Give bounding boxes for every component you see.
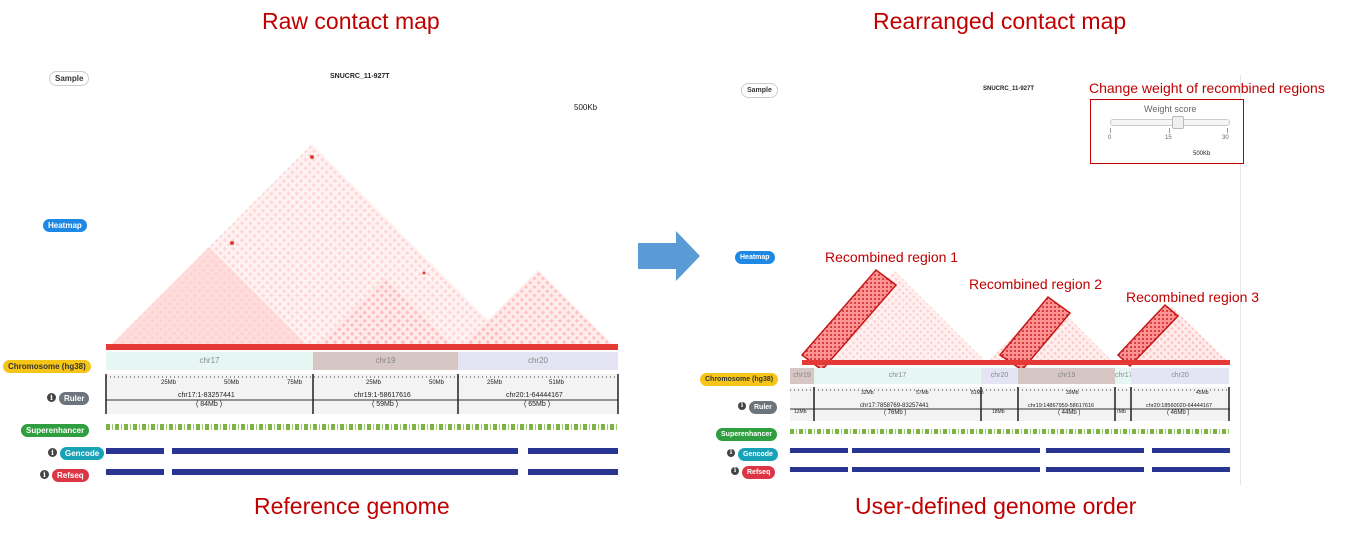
sample-name: SNUCRC_11-927T: [330, 73, 390, 80]
sample-name: SNUCRC_11-927T: [983, 86, 1035, 92]
chromosome-band-chr17[interactable]: chr17: [1115, 368, 1133, 384]
ruler-tick: 25Mb: [366, 380, 382, 386]
refseq-badge: Refseq: [52, 469, 89, 482]
ruler-tick: 51Mb: [549, 380, 565, 386]
weight-score-slider-thumb[interactable]: [1171, 116, 1184, 129]
weight-box-caption: Change weight of recombined regions: [1089, 80, 1325, 96]
left-panel-footer: Reference genome: [254, 493, 450, 519]
ruler-info-icon[interactable]: i: [47, 393, 56, 402]
heatmap-triangle-chr20: [458, 270, 618, 350]
ruler-tick: 25Mb: [487, 380, 503, 386]
ruler-segment-length: 12Mb: [794, 409, 807, 415]
chromosome-band-chr17[interactable]: chr17: [106, 352, 313, 370]
ruler-tick: 32Mb: [861, 390, 874, 396]
ruler-range-chr19: chr19:14867959-58617616: [1028, 403, 1095, 409]
chromosome-band-chr20[interactable]: chr20: [458, 352, 618, 370]
right-panel-footer: User-defined genome order: [855, 493, 1137, 519]
chromosome-band-chr20[interactable]: chr20: [981, 368, 1018, 384]
chromosome-band-chr19[interactable]: chr19: [790, 368, 814, 384]
ruler-segment-length: 7Mb: [1116, 409, 1126, 415]
gencode-info-icon[interactable]: i: [48, 448, 57, 457]
refseq-badge: Refseq: [742, 466, 776, 479]
ruler-size-chr19: ( 44Mb ): [1058, 410, 1081, 416]
ruler-range-chr17: chr17:1-83257441: [178, 392, 235, 399]
resolution-label: 500Kb: [1193, 151, 1211, 157]
chromosome-band-chr19[interactable]: chr19: [1018, 368, 1115, 384]
recombined-region-3-label: Recombined region 3: [1126, 289, 1260, 305]
gencode-badge: Gencode: [738, 448, 778, 461]
ruler-size-chr19: ( 59Mb ): [372, 401, 399, 408]
ruler-badge: Ruler: [749, 401, 777, 414]
chromosome-band-chr19[interactable]: chr19: [313, 352, 458, 370]
heatmap-badge[interactable]: Heatmap: [735, 251, 775, 264]
chromosome-badge: Chromosome (hg38): [700, 373, 779, 386]
refseq-info-icon[interactable]: i: [731, 467, 739, 475]
superenhancer-badge: Superenhancer: [716, 428, 777, 441]
resolution-label: 500Kb: [574, 103, 598, 112]
weight-score-box: [1090, 99, 1244, 164]
left-ruler: [105, 374, 619, 414]
weight-score-tick: [1110, 128, 1111, 133]
heatmap-diagonal: [802, 360, 1230, 365]
gencode-info-icon[interactable]: i: [727, 449, 735, 457]
ruler-size-chr20: ( 46Mb ): [1167, 410, 1190, 416]
ruler-size-chr17: ( 84Mb ): [196, 401, 223, 408]
ruler-tick: 45Mb: [1196, 390, 1209, 396]
weight-score-tick-min: 0: [1108, 135, 1112, 141]
weight-score-tick: [1227, 128, 1228, 133]
transition-arrow: [638, 231, 700, 281]
heatmap-hotspot: [230, 241, 234, 245]
gencode-badge: Gencode: [60, 447, 105, 460]
ruler-info-icon[interactable]: i: [738, 402, 746, 410]
right-gencode-track: [790, 448, 1230, 453]
left-heatmap[interactable]: [106, 60, 618, 352]
weight-score-tick: [1169, 128, 1170, 133]
heatmap-hotspot: [422, 271, 426, 275]
right-panel-border: [1240, 75, 1241, 485]
ruler-badge: Ruler: [59, 392, 90, 405]
ruler-tick: 75Mb: [287, 380, 303, 386]
heatmap-triangle-chr17-tad: [106, 247, 312, 350]
right-superenhancer-track: [790, 429, 1230, 434]
left-panel-title: Raw contact map: [262, 8, 440, 34]
left-superenhancer-track: [106, 424, 618, 430]
ruler-tick: 57Mb: [916, 390, 929, 396]
ruler-range-chr20: chr20:1-64444167: [506, 392, 563, 399]
weight-score-slider[interactable]: [1110, 119, 1230, 126]
sample-badge: Sample: [741, 83, 778, 98]
chromosome-band-chr20[interactable]: chr20: [1131, 368, 1229, 384]
ruler-tick: 39Mb: [1066, 390, 1079, 396]
ruler-tick: 25Mb: [161, 380, 177, 386]
superenhancer-badge: Superenhancer: [21, 424, 90, 437]
heatmap-badge[interactable]: Heatmap: [43, 219, 87, 232]
recombined-region-2-label: Recombined region 2: [969, 276, 1103, 292]
right-panel-title: Rearranged contact map: [873, 8, 1127, 34]
weight-score-tick-mid: 15: [1165, 135, 1172, 141]
ruler-range-chr17: chr17:7858769-83257441: [860, 403, 929, 409]
ruler-size-chr17: ( 76Mb ): [884, 410, 907, 416]
ruler-tick: 50Mb: [224, 380, 240, 386]
heatmap-hotspot: [310, 155, 314, 159]
weight-score-tick-max: 30: [1222, 135, 1229, 141]
weight-score-title: Weight score: [1144, 104, 1197, 114]
left-gencode-track: [106, 448, 618, 454]
right-ruler: [790, 387, 1230, 421]
chromosome-badge: Chromosome (hg38): [3, 360, 91, 373]
heatmap-diagonal: [106, 344, 618, 350]
sample-badge: Sample: [49, 71, 90, 86]
right-heatmap[interactable]: [790, 150, 1230, 372]
refseq-info-icon[interactable]: i: [40, 470, 49, 479]
left-refseq-track: [106, 469, 618, 475]
recombined-region-1-label: Recombined region 1: [825, 249, 959, 265]
heatmap-triangle-main: [802, 271, 988, 364]
ruler-size-chr20: ( 65Mb ): [524, 401, 551, 408]
right-refseq-track: [790, 467, 1230, 472]
heatmap-triangle-chr19: [312, 277, 458, 350]
ruler-tick: 50Mb: [429, 380, 445, 386]
ruler-segment-length: 18Mb: [992, 409, 1005, 415]
chromosome-band-chr17[interactable]: chr17: [814, 368, 981, 384]
ruler-range-chr19: chr19:1-58617616: [354, 392, 411, 399]
ruler-range-chr20: chr20:18560020-64444167: [1146, 403, 1213, 409]
ruler-tick: 81Mb: [971, 390, 984, 396]
